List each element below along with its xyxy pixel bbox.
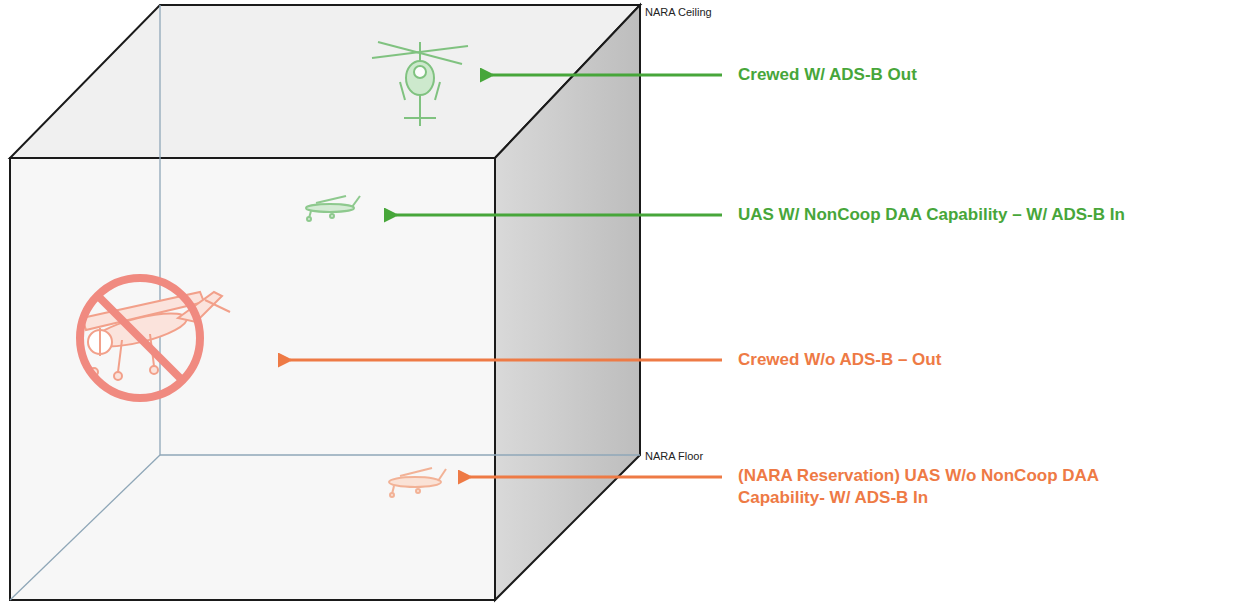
leader-arrow (290, 359, 722, 362)
cube-hidden-edge (159, 5, 160, 455)
cube-hidden-edge (10, 455, 160, 600)
category-label: UAS W/ NonCoop DAA Capability – W/ ADS-B… (738, 204, 1125, 226)
cube-hidden-edge (160, 454, 640, 455)
boundary-label: NARA Floor (645, 449, 703, 463)
prohibition-sign (80, 278, 200, 398)
leader-arrow (396, 214, 722, 217)
category-label: Crewed W/ ADS-B Out (738, 64, 917, 86)
uas-icon (306, 196, 360, 221)
uas-icon (389, 468, 446, 497)
category-label: Crewed W/o ADS-B – Out (738, 349, 1218, 371)
cube-side-face (495, 5, 640, 600)
boundary-label: NARA Ceiling (645, 5, 712, 19)
leader-arrow (492, 74, 722, 77)
helicopter-icon (372, 42, 468, 126)
leader-arrow (470, 476, 722, 479)
category-label: (NARA Reservation) UAS W/o NonCoop DAA C… (738, 465, 1168, 509)
crewed-aircraft-icon (82, 292, 230, 380)
cube-front-face (10, 158, 495, 600)
